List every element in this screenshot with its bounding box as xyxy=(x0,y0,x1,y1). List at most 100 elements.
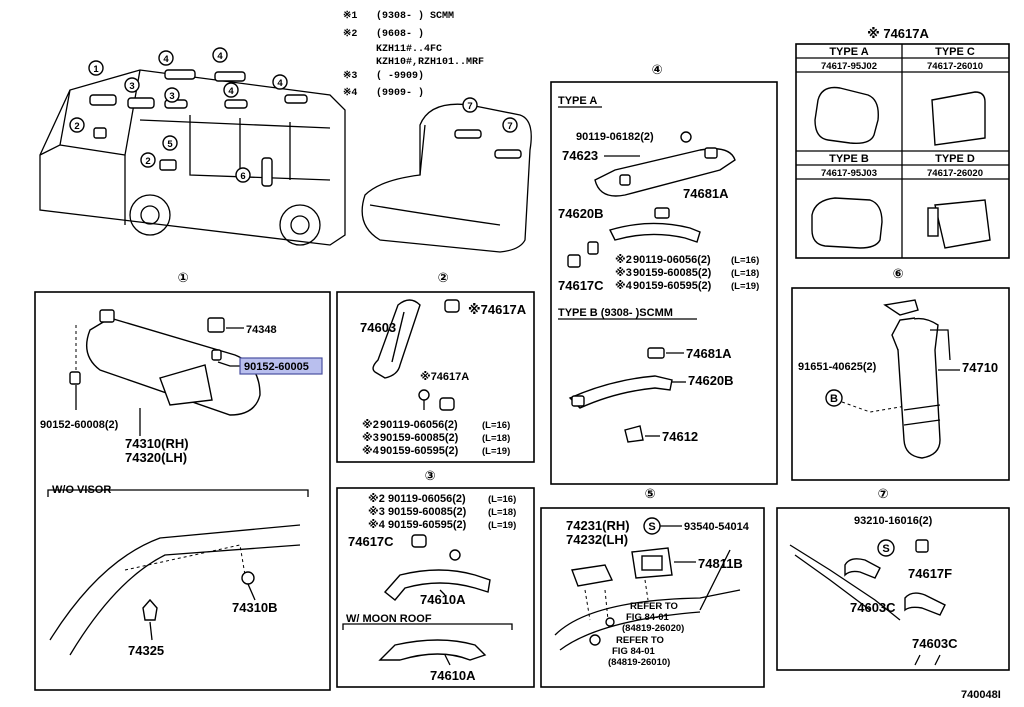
section-2-number: ② xyxy=(437,270,448,285)
type-d-pn: 74617-26020 xyxy=(927,168,983,179)
s4-row-1-pn: 90119-06056(2) xyxy=(633,254,711,266)
note-4-text: KZH10#,RZH101..MRF xyxy=(376,57,484,68)
section-7: 93210-16016(2) S 74617F 74603C 74603C xyxy=(776,507,1010,671)
refer-2-pn: (84819-26010) xyxy=(608,657,670,668)
label-74681a-1: 74681A xyxy=(683,186,729,201)
svg-text:4: 4 xyxy=(277,78,283,89)
note-5-mark: ※3 xyxy=(343,70,357,82)
callout-6: 6 xyxy=(235,167,251,183)
refer-1-pn: (84819-26020) xyxy=(622,623,684,634)
label-90152-60005: 90152-60005 xyxy=(244,361,309,373)
section-4: TYPE A 90119-06182(2) 74623 74681A 74620… xyxy=(550,81,778,485)
section-3-number: ③ xyxy=(424,468,435,483)
label-93210-16016: 93210-16016(2) xyxy=(854,515,933,527)
note-1-mark: ※1 xyxy=(343,10,357,22)
s2-row-2-mark: ※3 xyxy=(362,432,379,444)
van-illustration: 1 2 2 3 3 4 4 4 4 5 6 xyxy=(39,47,346,246)
figure-id: 740048I xyxy=(961,689,1001,701)
label-74617a-1: ※74617A xyxy=(468,302,527,317)
s4-row-1-mark: ※2 xyxy=(615,254,632,266)
s4-row-3-pn: 90159-60595(2) xyxy=(633,280,712,292)
svg-text:5: 5 xyxy=(167,139,173,150)
s4-row-2-mark: ※3 xyxy=(615,267,632,279)
callout-3b: 3 xyxy=(164,87,180,103)
label-74710: 74710 xyxy=(962,360,998,375)
callout-4c: 4 xyxy=(223,82,239,98)
section-6-number: ⑥ xyxy=(892,266,903,281)
s3-fastener-rows: ※2 90119-06056(2) (L=16) ※3 90159-60085(… xyxy=(368,493,516,531)
s4-row-3-mark: ※4 xyxy=(615,280,633,292)
svg-text:4: 4 xyxy=(217,51,223,62)
s2-row-2-len: (L=18) xyxy=(482,433,510,444)
s4-row-2-pn: 90159-60085(2) xyxy=(633,267,712,279)
section-5-number: ⑤ xyxy=(644,486,655,501)
s6-b-marker: B xyxy=(830,393,838,405)
note-2-mark: ※2 xyxy=(343,28,357,40)
s3-row-1-len: (L=16) xyxy=(488,494,516,505)
s3-row-3-mark: ※4 xyxy=(368,519,386,531)
s3-row-2-len: (L=18) xyxy=(488,507,516,518)
type-c-label: TYPE C xyxy=(935,46,975,58)
section-7-number: ⑦ xyxy=(877,486,888,501)
note-3-text: KZH11#..4FC xyxy=(376,44,442,55)
s3-row-2-pn: 90159-60085(2) xyxy=(388,506,467,518)
label-74310-rh: 74310(RH) xyxy=(125,436,189,451)
s3-row-2-mark: ※3 xyxy=(368,506,385,518)
section-1-number: ① xyxy=(177,270,188,285)
label-74325: 74325 xyxy=(128,643,164,658)
s4-row-3-len: (L=19) xyxy=(731,281,759,292)
type-a-pn: 74617-95J02 xyxy=(821,61,877,72)
svg-text:3: 3 xyxy=(129,81,134,92)
note-6-text: (9909- ) xyxy=(376,87,424,99)
callout-3a: 3 xyxy=(124,77,140,93)
label-93540-54014: 93540-54014 xyxy=(684,521,750,533)
s7-s-marker: S xyxy=(882,543,889,555)
s2-row-3-mark: ※4 xyxy=(362,445,380,457)
s5-s-marker: S xyxy=(648,521,655,533)
callout-2b: 2 xyxy=(140,152,156,168)
callout-4a: 4 xyxy=(158,50,174,66)
label-74231-rh: 74231(RH) xyxy=(566,518,630,533)
label-74612: 74612 xyxy=(662,429,698,444)
notes-block: ※1 (9308- ) SCMM ※2 (9608- ) KZH11#..4FC… xyxy=(343,10,484,99)
section-3: ※2 90119-06056(2) (L=16) ※3 90159-60085(… xyxy=(336,487,535,688)
svg-text:4: 4 xyxy=(228,86,234,97)
callout-2a: 2 xyxy=(69,117,85,133)
label-moon-roof: W/ MOON ROOF xyxy=(346,613,432,625)
section-5: 74231(RH) 74232(LH) S 93540-54014 74811B… xyxy=(540,507,765,688)
types-table-title: ※ 74617A xyxy=(867,26,929,41)
label-74620b-1: 74620B xyxy=(558,206,604,221)
refer-1-label: REFER TO xyxy=(630,601,678,612)
label-74310b: 74310B xyxy=(232,600,278,615)
s2-row-3-pn: 90159-60595(2) xyxy=(380,445,459,457)
s2-row-1-pn: 90119-06056(2) xyxy=(380,419,458,431)
label-74348: 74348 xyxy=(246,324,277,336)
callout-7a: 7 xyxy=(462,97,478,113)
section-6: 91651-40625(2) B 74710 xyxy=(791,287,1010,481)
callout-4d: 4 xyxy=(272,74,288,90)
label-type-b: TYPE B (9308- )SCMM xyxy=(558,307,673,319)
s2-row-2-pn: 90159-60085(2) xyxy=(380,432,459,444)
section-4-number: ④ xyxy=(651,62,662,77)
label-74617f: 74617F xyxy=(908,566,952,581)
svg-text:4: 4 xyxy=(163,54,169,65)
label-74603c-2: 74603C xyxy=(912,636,958,651)
label-type-a: TYPE A xyxy=(558,95,597,107)
label-74610a-2: 74610A xyxy=(430,668,476,683)
svg-text:6: 6 xyxy=(240,171,245,182)
callout-4b: 4 xyxy=(212,47,228,63)
refer-2-label: REFER TO xyxy=(616,635,664,646)
label-74623: 74623 xyxy=(562,148,598,163)
svg-text:2: 2 xyxy=(145,156,150,167)
label-74811b: 74811B xyxy=(698,556,743,571)
label-74232-lh: 74232(LH) xyxy=(566,532,628,547)
label-90119-06182: 90119-06182(2) xyxy=(576,131,654,143)
s2-row-3-len: (L=19) xyxy=(482,446,510,457)
s2-row-1-len: (L=16) xyxy=(482,420,510,431)
svg-text:3: 3 xyxy=(169,91,174,102)
callout-7b: 7 xyxy=(502,117,518,133)
label-74320-lh: 74320(LH) xyxy=(125,450,187,465)
svg-text:2: 2 xyxy=(74,121,79,132)
s3-row-1-pn: 90119-06056(2) xyxy=(388,493,466,505)
